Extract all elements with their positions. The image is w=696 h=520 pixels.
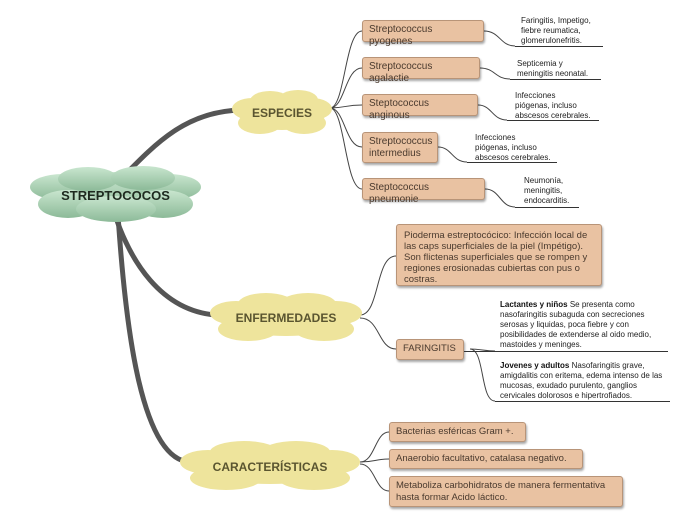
- branch-enfermedades[interactable]: ENFERMEDADES: [208, 291, 364, 343]
- caracteristica-box-3[interactable]: Metaboliza carbohidratos de manera ferme…: [389, 476, 623, 507]
- species-label: Steptococcus pneumonie: [369, 182, 430, 205]
- species-box-agalactie[interactable]: Streptococcus agalactie: [362, 57, 480, 84]
- species-label: Streptococcus pyogenes: [369, 24, 433, 47]
- pioderma-box[interactable]: Pioderma estreptocócico: Infección local…: [396, 224, 602, 286]
- lactantes-text: Se presenta como nasofaringitis subaguda…: [500, 300, 652, 349]
- note-underline: [467, 162, 557, 163]
- link-esp-3: [329, 104, 363, 109]
- faringitis-note-jovenes: Jovenes y adultos Nasofaringitis grave, …: [500, 361, 668, 401]
- link-car-1: [359, 431, 390, 463]
- species-label: Streptococcus agalactie: [369, 61, 433, 84]
- branch-especies[interactable]: ESPECIES: [230, 87, 334, 137]
- link-far-jovenes: [469, 348, 496, 402]
- link-esp-4: [329, 107, 363, 148]
- link-esp-1: [329, 30, 363, 109]
- especies-cloud-shape: [232, 90, 332, 134]
- link-enf-faringitis: [359, 317, 397, 350]
- link-esp-5: [329, 107, 363, 190]
- caracteristica-text: Anaerobio facultativo, catalasa negativo…: [396, 453, 567, 464]
- species-label: Streptococcus intermedius: [369, 136, 433, 159]
- lactantes-title: Lactantes y niños: [500, 300, 568, 309]
- faringitis-note-lactantes: Lactantes y niños Se presenta como nasof…: [500, 300, 668, 350]
- caracteristica-box-2[interactable]: Anaerobio facultativo, catalasa negativo…: [389, 449, 583, 469]
- note-underline: [515, 46, 603, 47]
- caracteristicas-cloud-shape: [180, 441, 360, 490]
- branch-caracteristicas[interactable]: CARACTERÍSTICAS: [178, 438, 362, 492]
- pioderma-text: Pioderma estreptocócico: Infección local…: [404, 230, 588, 285]
- note-underline: [507, 120, 599, 121]
- species-note-anginous: Infecciones piógenas, incluso abscesos c…: [515, 91, 591, 120]
- jovenes-text: Nasofaringitis grave, amigdalitis con er…: [500, 361, 663, 400]
- species-note-pneumonie: Neumonía, meningitis, endocarditis.: [524, 176, 570, 205]
- caracteristica-box-1[interactable]: Bacterias esféricas Gram +.: [389, 422, 526, 442]
- root-node[interactable]: STREPTOCOCOS: [28, 162, 203, 224]
- link-root-enfermedades: [112, 214, 216, 318]
- caracteristica-text: Metaboliza carbohidratos de manera ferme…: [396, 480, 606, 503]
- jovenes-underline: [495, 401, 670, 402]
- link-root-caracteristicas: [115, 214, 191, 465]
- faringitis-label: FARINGITIS: [403, 343, 456, 354]
- species-note-agalactie: Septicemia y meningitis neonatal.: [517, 59, 589, 78]
- link-note-1: [483, 30, 516, 47]
- link-note-4: [437, 146, 468, 163]
- species-box-intermedius[interactable]: Streptococcus intermedius: [362, 132, 438, 163]
- species-box-anginous[interactable]: Steptococcus anginous: [362, 94, 478, 121]
- species-note-pyogenes: Faringitis, Impetigo, fiebre reumatica, …: [521, 16, 591, 45]
- root-label: STREPTOCOCOS: [61, 188, 170, 203]
- species-label: Steptococcus anginous: [369, 98, 430, 121]
- species-note-intermedius: Infecciones piógenas, incluso abscesos c…: [475, 133, 551, 162]
- note-underline: [510, 79, 601, 80]
- root-cloud-shape: [30, 166, 201, 222]
- especies-label: ESPECIES: [251, 106, 313, 120]
- faringitis-box[interactable]: FARINGITIS: [396, 339, 464, 360]
- link-note-5: [484, 188, 516, 208]
- link-car-2: [359, 458, 390, 463]
- caracteristicas-label: CARACTERÍSTICAS: [212, 460, 328, 474]
- caracteristica-text: Bacterias esféricas Gram +.: [396, 426, 514, 437]
- link-car-3: [359, 463, 390, 492]
- link-enf-pioderma: [359, 255, 397, 316]
- link-note-3: [477, 104, 508, 121]
- jovenes-title: Jovenes y adultos: [500, 361, 570, 370]
- faringitis-underline: [464, 351, 668, 352]
- link-note-2: [479, 67, 511, 80]
- species-box-pyogenes[interactable]: Streptococcus pyogenes: [362, 20, 484, 47]
- enfermedades-label: ENFERMEDADES: [235, 311, 337, 325]
- enfermedades-cloud-shape: [210, 293, 362, 341]
- link-esp-2: [329, 67, 363, 109]
- species-box-pneumonie[interactable]: Steptococcus pneumonie: [362, 178, 485, 205]
- note-underline: [515, 207, 579, 208]
